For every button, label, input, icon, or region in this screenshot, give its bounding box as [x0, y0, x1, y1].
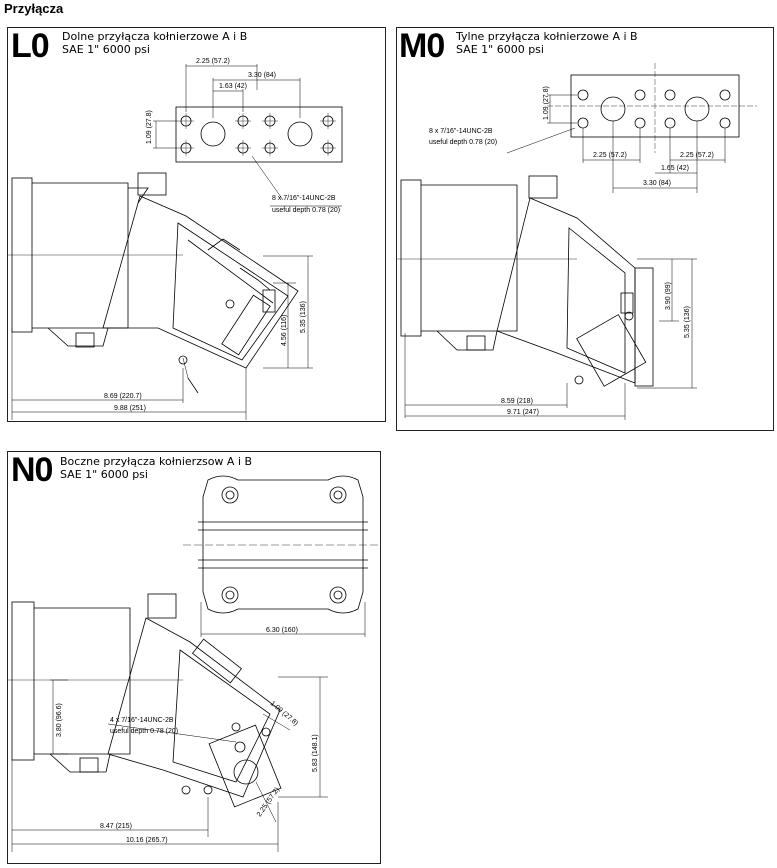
panel-code-m0: M0	[399, 27, 445, 65]
dim-m0-1: 1.09 (27.8)	[543, 86, 550, 120]
dim-l0-6: 5.35 (136)	[300, 301, 307, 333]
dim-m0-9: 9.71 (247)	[507, 409, 539, 416]
dim-m0-6: 3.90 (99)	[665, 282, 672, 310]
note-n0-1: 4 x 7/16"-14UNC-2B	[110, 717, 174, 724]
drawing-l0: 2.25 (57.2) 3.30 (84) 1.63 (42) 1.09 (27…	[8, 58, 343, 420]
dim-l0-4: 1.09 (27.8)	[146, 110, 153, 144]
panel-n0: 6.30 (160) 3.80 (96.6) 4 x 7/16"-14UNC-2…	[7, 451, 381, 864]
panel-desc-l0-line1: Dolne przyłącza kołnierzowe A i B	[62, 30, 248, 43]
dim-n0-4: 5.83 (148.1)	[312, 734, 319, 772]
panel-desc-n0-line2: SAE 1" 6000 psi	[60, 468, 148, 481]
panel-code-l0: L0	[11, 27, 50, 65]
note-n0-2: useful depth 0.78 (20)	[110, 728, 178, 735]
flange-plate	[175, 106, 343, 163]
panel-desc-m0-line1: Tylne przyłącza kołnierzowe A i B	[456, 30, 638, 43]
panel-desc-m0-line2: SAE 1" 6000 psi	[456, 43, 544, 56]
panel-desc-l0-line2: SAE 1" 6000 psi	[62, 43, 150, 56]
dim-n0-1: 6.30 (160)	[266, 627, 298, 634]
panel-l0: 2.25 (57.2) 3.30 (84) 1.63 (42) 1.09 (27…	[7, 27, 386, 422]
panel-desc-n0: Boczne przyłącza kołnierzsow A i B SAE 1…	[60, 455, 252, 481]
panel-desc-l0: Dolne przyłącza kołnierzowe A i B SAE 1"…	[62, 30, 247, 56]
page-title: Przyłącza	[4, 1, 64, 16]
panel-desc-m0: Tylne przyłącza kołnierzowe A i B SAE 1"…	[456, 30, 638, 56]
dim-m0-7: 5.35 (136)	[684, 306, 691, 338]
panel-m0: 1.09 (27.8) 8 x 7/16"-14UNC-2B useful de…	[396, 27, 774, 431]
note-m0-2: useful depth 0.78 (20)	[429, 139, 497, 146]
dim-l0-1: 2.25 (57.2)	[196, 58, 230, 65]
note-m0-1: 8 x 7/16"-14UNC-2B	[429, 128, 493, 135]
drawing-n0: 6.30 (160) 3.80 (96.6) 4 x 7/16"-14UNC-2…	[8, 475, 380, 852]
dim-l0-8: 9.88 (251)	[114, 405, 146, 412]
dim-m0-4: 1.65 (42)	[661, 165, 689, 172]
dim-n0-6: 8.47 (215)	[100, 823, 132, 830]
dim-l0-7: 8.69 (220.7)	[104, 393, 142, 400]
dim-l0-3: 1.63 (42)	[219, 83, 247, 90]
dim-m0-8: 8.59 (218)	[501, 398, 533, 405]
dim-l0-5: 4.56 (116)	[281, 315, 288, 346]
panel-desc-n0-line1: Boczne przyłącza kołnierzsow A i B	[60, 455, 253, 468]
dim-m0-5: 3.30 (84)	[643, 180, 671, 187]
panel-code-n0: N0	[11, 451, 53, 489]
dim-n0-2: 3.80 (96.6)	[56, 703, 63, 737]
note-l0-1: 8 x 7/16"-14UNC-2B	[272, 195, 336, 202]
note-l0-2: useful depth 0.78 (20)	[272, 207, 340, 214]
drawing-m0: 1.09 (27.8) 8 x 7/16"-14UNC-2B useful de…	[397, 63, 757, 420]
dim-l0-2: 3.30 (84)	[248, 72, 276, 79]
dim-n0-7: 10.16 (265.7)	[126, 837, 168, 844]
dim-m0-2: 2.25 (57.2)	[593, 152, 627, 159]
dim-m0-3: 2.25 (57.2)	[680, 152, 714, 159]
dim-n0-3: 1.09 (27.8)	[269, 700, 299, 727]
dim-n0-5: 2.25 (57.2)	[256, 786, 281, 818]
